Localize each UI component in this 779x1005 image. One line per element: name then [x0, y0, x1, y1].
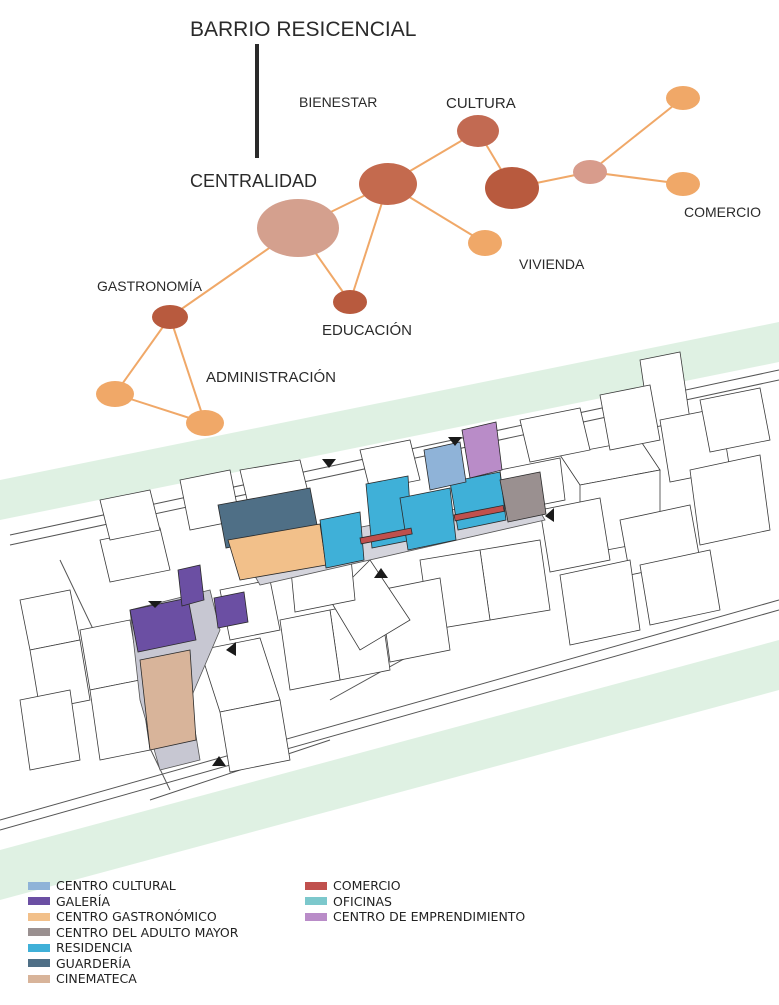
- legend-label: GALERÍA: [56, 893, 111, 909]
- node-comercio-a: [666, 86, 700, 110]
- building-centro-adulto-mayor: [499, 471, 547, 523]
- link: [169, 316, 206, 424]
- network-nodes: [96, 86, 700, 436]
- label-comercio: COMERCIO: [684, 204, 761, 220]
- legend-item: OFICINAS: [305, 894, 525, 910]
- node-vivienda: [468, 230, 502, 256]
- node-admin-b: [186, 410, 224, 436]
- access-arrow-icon: [148, 601, 162, 608]
- legend-label: GUARDERÍA: [56, 955, 131, 971]
- legend-label: CINEMATECA: [56, 971, 137, 987]
- node-cultura: [457, 115, 499, 147]
- legend-label: CENTRO CULTURAL: [56, 878, 176, 894]
- legend-swatch: [28, 881, 50, 890]
- label-bienestar: BIENESTAR: [299, 94, 377, 110]
- legend-swatch: [28, 959, 50, 968]
- legend-item: CINEMATECA: [28, 971, 238, 987]
- legend-swatch: [28, 943, 50, 952]
- label-administracion: ADMINISTRACIÓN: [206, 369, 336, 386]
- access-arrows: [148, 437, 554, 766]
- building-centro-cultural: [423, 441, 467, 491]
- legend-label: CENTRO DE EMPRENDIMIENTO: [333, 909, 526, 925]
- building-galeria-2: [177, 564, 205, 607]
- legend-swatch: [305, 897, 327, 906]
- legend-item: CENTRO DE EMPRENDIMIENTO: [305, 909, 525, 925]
- legend-swatch: [305, 881, 327, 890]
- legend-label: COMERCIO: [333, 878, 401, 894]
- access-arrow-icon: [448, 437, 462, 446]
- legend-item: CENTRO CULTURAL: [28, 878, 238, 894]
- diagram-title: BARRIO RESICENCIAL: [190, 18, 416, 41]
- legend-item: GALERÍA: [28, 894, 238, 910]
- legend-swatch: [28, 897, 50, 906]
- building-galeria-3: [213, 591, 249, 629]
- green-belt-top: [0, 322, 779, 520]
- legend-item: RESIDENCIA: [28, 940, 238, 956]
- legend-label: CENTRO DEL ADULTO MAYOR: [56, 924, 239, 940]
- legend-swatch: [28, 912, 50, 921]
- label-gastronomia: GASTRONOMÍA: [97, 278, 203, 294]
- legend-label: OFICINAS: [333, 893, 392, 909]
- node-gastronomia: [152, 305, 188, 329]
- legend-swatch: [28, 974, 50, 983]
- node-bienestar: [485, 167, 539, 209]
- legend-swatch: [305, 912, 327, 921]
- building-residencia-1: [319, 511, 365, 569]
- legend-item: CENTRO GASTRONÓMICO: [28, 909, 238, 925]
- label-centralidad: CENTRALIDAD: [190, 171, 317, 191]
- label-vivienda: VIVIENDA: [519, 256, 585, 272]
- building-comercio-2: [453, 504, 505, 522]
- legend-label: RESIDENCIA: [56, 940, 133, 956]
- legend-item: CENTRO DEL ADULTO MAYOR: [28, 925, 238, 941]
- building-comercio-1: [359, 527, 413, 545]
- building-residencia-3: [399, 487, 457, 551]
- urban-axonometric-plan: [0, 322, 779, 900]
- node-educacion: [333, 290, 367, 314]
- access-arrow-icon: [374, 568, 388, 578]
- link: [589, 97, 684, 173]
- legend-swatch: [28, 928, 50, 937]
- building-cinemateca: [139, 649, 197, 751]
- node-centralidad-hub: [257, 199, 339, 257]
- access-arrow-icon: [322, 459, 336, 468]
- program-buildings: [129, 421, 547, 751]
- node-comercio-hub: [573, 160, 607, 184]
- link: [114, 316, 171, 395]
- legend-item: GUARDERÍA: [28, 956, 238, 972]
- access-arrow-icon: [545, 508, 554, 522]
- legend-label: CENTRO GASTRONÓMICO: [56, 909, 217, 925]
- title-connector-bar: [255, 44, 259, 158]
- building-galeria-1: [129, 597, 197, 653]
- label-cultura: CULTURA: [446, 95, 516, 112]
- access-arrow-icon: [226, 642, 236, 656]
- green-belt-bottom: [0, 640, 779, 900]
- access-arrow-icon: [212, 756, 226, 766]
- building-centro-emprendimiento: [461, 421, 503, 479]
- legend-item: COMERCIO: [305, 878, 525, 894]
- node-admin-a: [96, 381, 134, 407]
- label-educacion: EDUCACIÓN: [322, 322, 412, 339]
- concept-network: BARRIO RESICENCIAL: [96, 18, 761, 436]
- node-centralidad: [359, 163, 417, 205]
- node-comercio-b: [666, 172, 700, 196]
